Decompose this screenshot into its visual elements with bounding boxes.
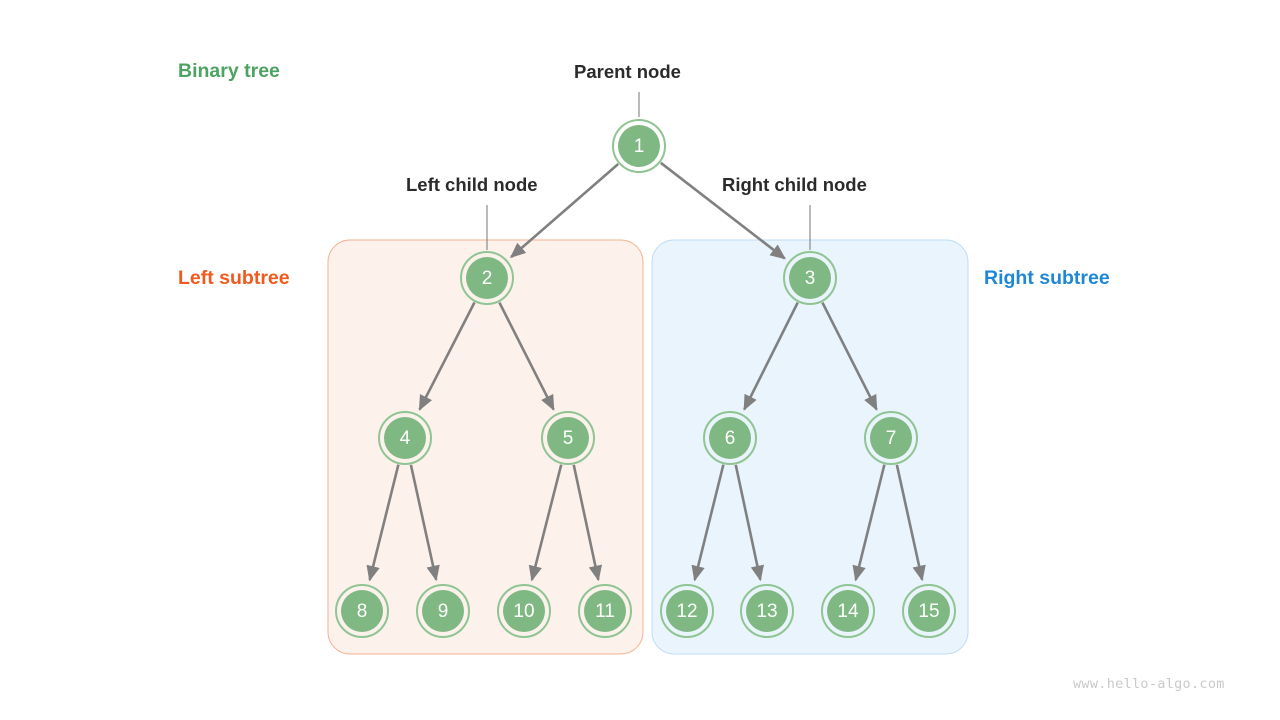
left-subtree-label: Left subtree [178,267,290,289]
node-value: 13 [756,601,777,622]
node-ring [902,584,956,638]
node-fill [870,417,912,459]
tree-edge-4-to-8 [366,464,400,582]
node-ring [378,411,432,465]
node-ring [335,584,389,638]
node-fill [709,417,751,459]
tree-edge-5-to-11 [572,464,602,582]
node-value: 7 [886,428,897,449]
node-fill [341,590,383,632]
tree-edge-1-to-2 [509,163,620,259]
tree-node-7[interactable]: 7 [864,411,918,465]
tree-node-13[interactable]: 13 [740,584,794,638]
left-child-node-label: Left child node [406,174,538,195]
node-fill [618,125,660,167]
tree-node-4[interactable]: 4 [378,411,432,465]
node-ring [416,584,470,638]
node-value: 11 [595,601,615,622]
tree-edge-7-to-15 [895,464,926,582]
tree-edge-3-to-6 [743,302,799,411]
left-subtree-region [327,239,644,655]
node-ring [578,584,632,638]
node-value: 3 [805,268,816,289]
node-ring [497,584,551,638]
node-ring [612,119,666,173]
page-title: Binary tree [178,60,280,82]
node-ring [740,584,794,638]
node-fill [827,590,869,632]
watermark: www.hello-algo.com [1073,676,1225,692]
tree-node-3[interactable]: 3 [783,251,837,305]
tree-edge-7-to-14 [852,464,886,582]
node-fill [789,257,831,299]
node-fill [466,257,508,299]
tree-edge-3-to-7 [821,301,878,411]
tree-edge-2-to-4 [418,301,476,411]
node-fill [908,590,950,632]
node-value: 8 [357,601,368,622]
subtree-regions [327,239,969,655]
right-child-node-label: Right child node [722,174,867,195]
tree-edge-6-to-13 [734,464,764,582]
node-value: 5 [563,428,574,449]
node-fill [584,590,626,632]
tree-node-6[interactable]: 6 [703,411,757,465]
tree-edges [366,161,926,582]
tree-node-14[interactable]: 14 [821,584,875,638]
node-ring [783,251,837,305]
node-fill [384,417,426,459]
node-fill [746,590,788,632]
node-fill [422,590,464,632]
parent-node-label: Parent node [574,61,681,82]
node-ring [660,584,714,638]
node-value: 12 [676,601,697,622]
tree-node-15[interactable]: 15 [902,584,956,638]
tree-edge-6-to-12 [691,464,725,582]
tree-edge-5-to-10 [528,464,563,582]
node-value: 9 [438,601,449,622]
node-value: 6 [725,428,736,449]
tree-node-2[interactable]: 2 [460,251,514,305]
right-subtree-label: Right subtree [984,267,1110,289]
tree-node-10[interactable]: 10 [497,584,551,638]
node-value: 2 [482,268,493,289]
tree-node-1[interactable]: 1 [612,119,666,173]
node-ring [864,411,918,465]
node-value: 10 [513,601,534,622]
node-value: 1 [634,136,645,157]
tree-node-8[interactable]: 8 [335,584,389,638]
node-value: 14 [837,601,859,622]
node-ring [821,584,875,638]
tree-edge-4-to-9 [409,464,440,582]
tree-node-11[interactable]: 11 [578,584,632,638]
node-ring [703,411,757,465]
tree-node-5[interactable]: 5 [541,411,595,465]
tree-node-9[interactable]: 9 [416,584,470,638]
tree-node-12[interactable]: 12 [660,584,714,638]
node-fill [547,417,589,459]
node-value: 4 [400,428,411,449]
node-ring [541,411,595,465]
node-ring [460,251,514,305]
node-fill [666,590,708,632]
label-leader-lines [486,92,811,250]
node-value: 15 [918,601,939,622]
tree-edge-1-to-3 [659,161,786,260]
tree-edge-2-to-5 [498,301,555,411]
node-fill [503,590,545,632]
